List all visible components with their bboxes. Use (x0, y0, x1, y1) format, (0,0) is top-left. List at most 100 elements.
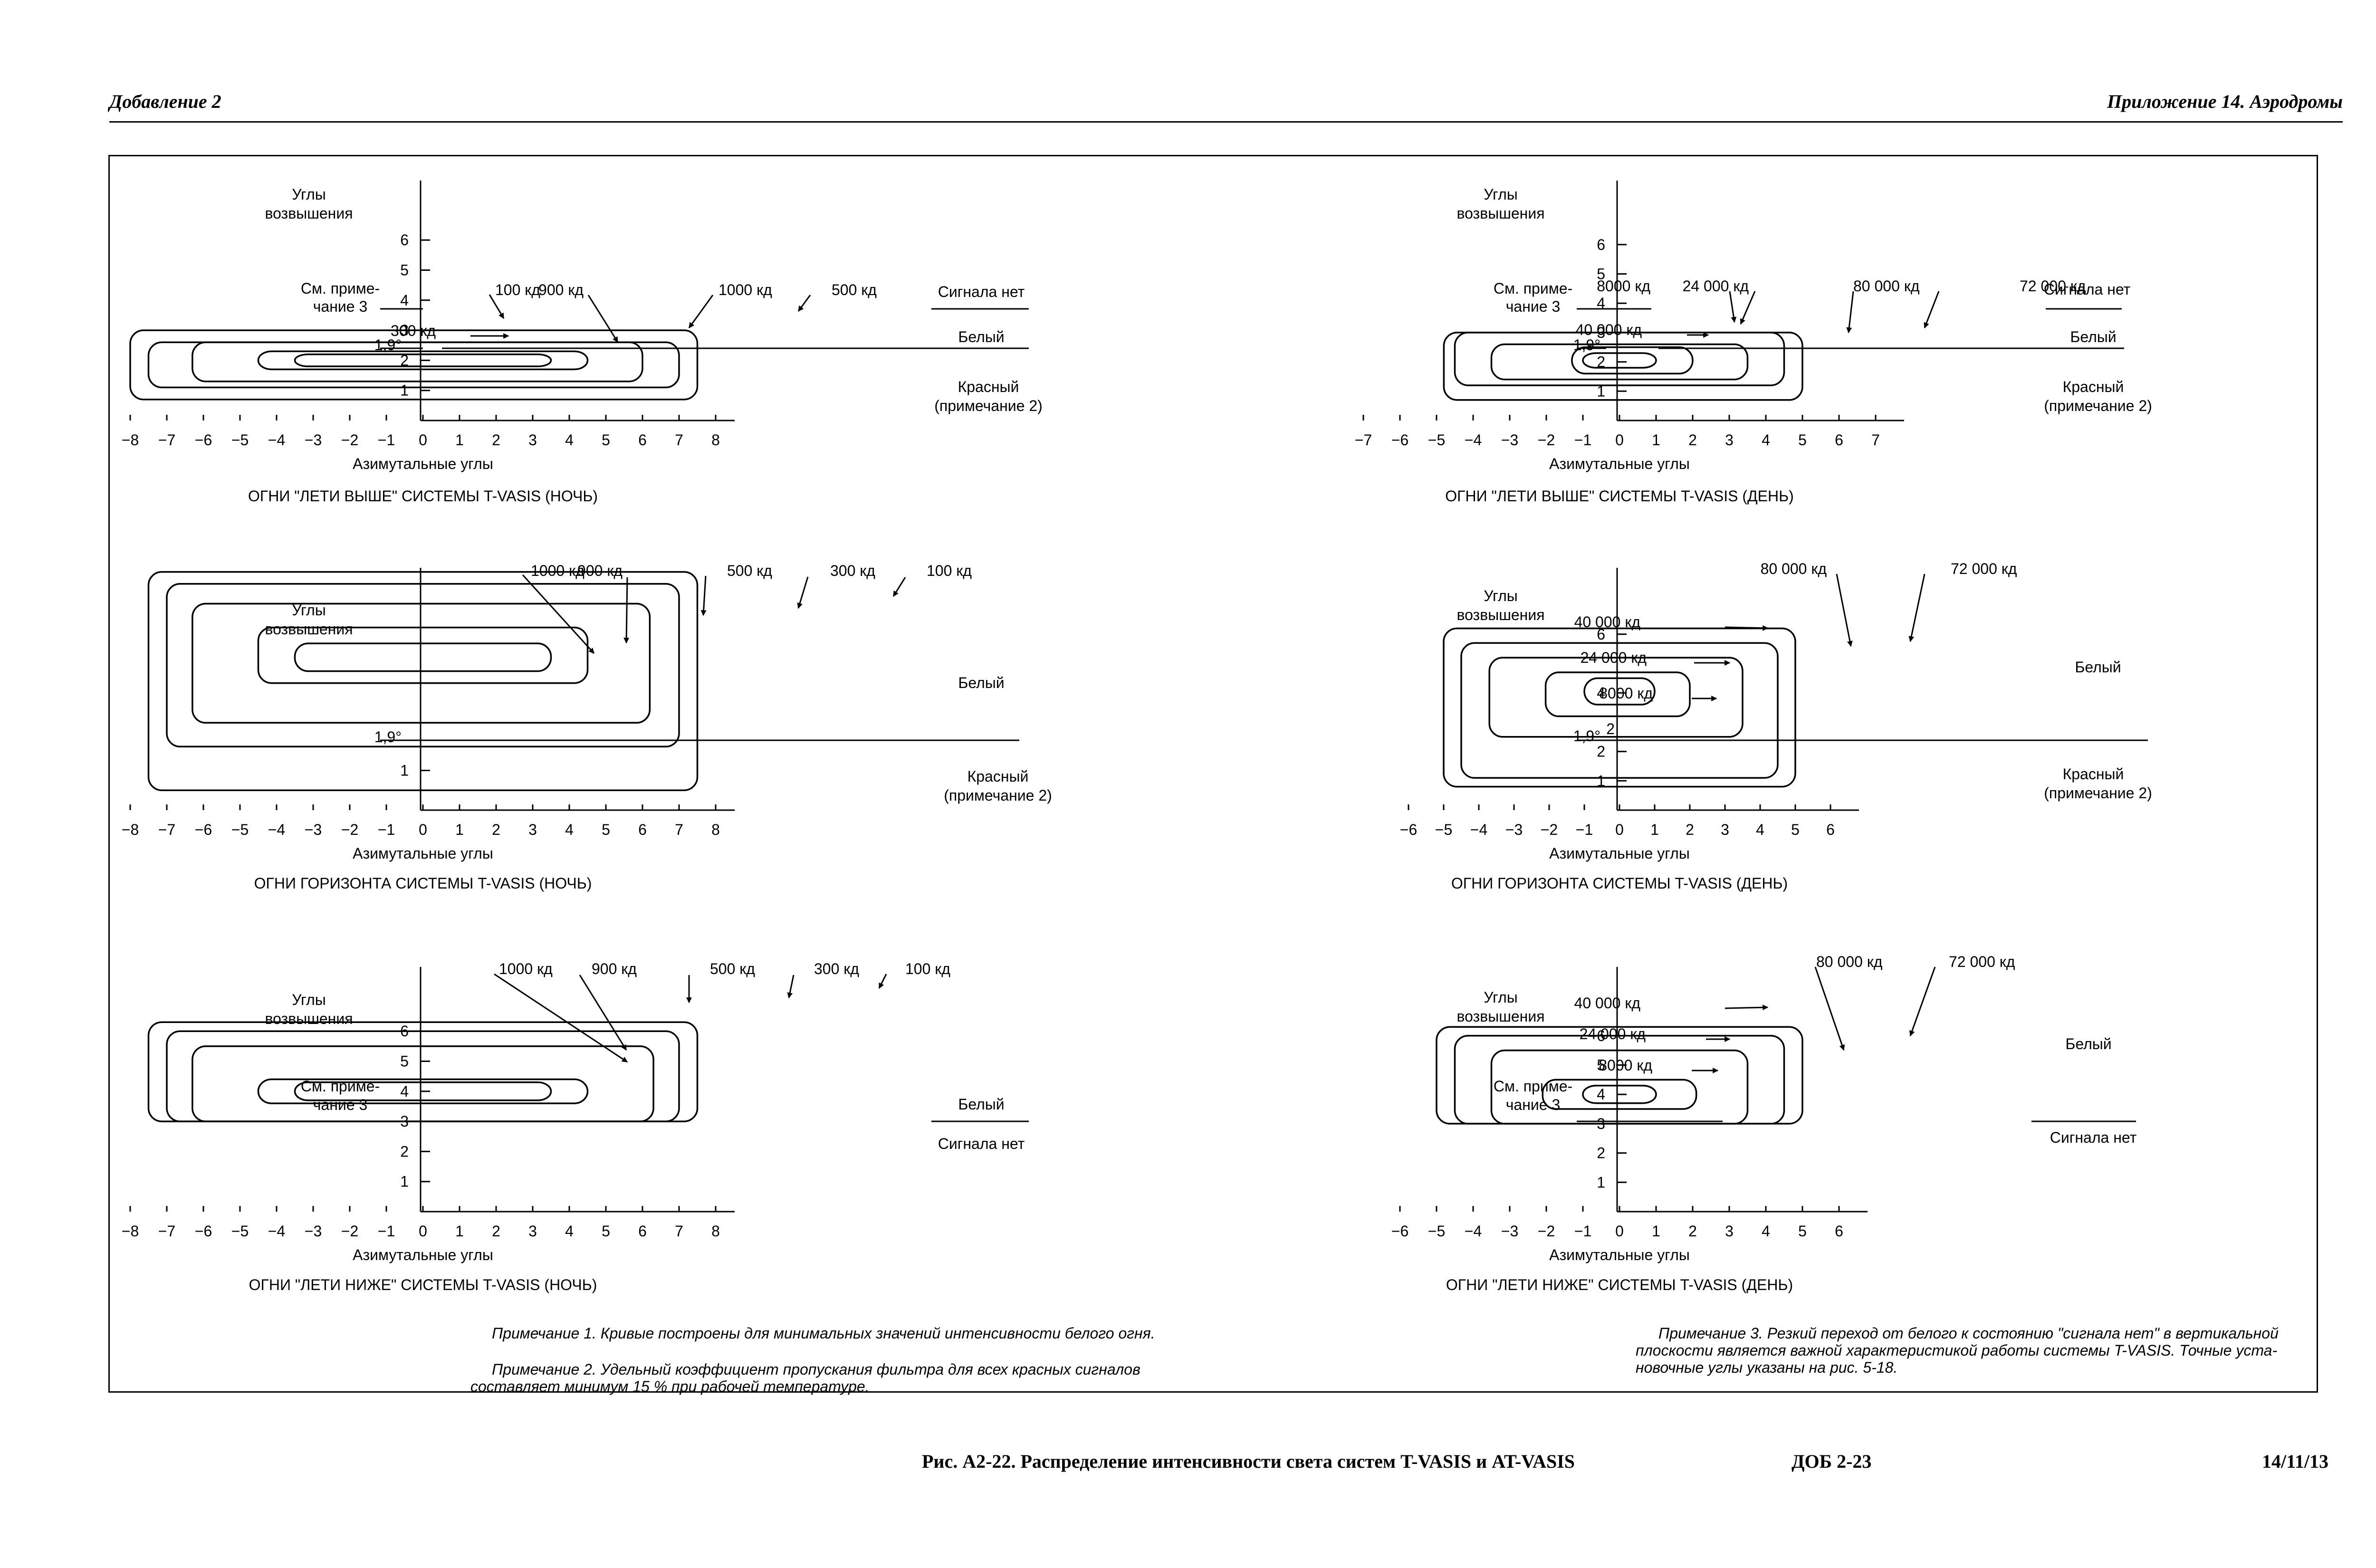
contour-label: 80 000 кд (1761, 560, 1827, 577)
y-tick-label: 2 (1597, 1145, 1605, 1162)
x-tick-label: 6 (1835, 1223, 1843, 1240)
see-note-label: См. приме- (1494, 1078, 1572, 1095)
zone-label: Красный (2063, 378, 2124, 395)
contour-label: 24 000 кд (1683, 277, 1749, 295)
contour-900кд (257, 350, 589, 371)
x-tick-label: 1 (455, 821, 464, 838)
x-tick-label: 0 (1615, 821, 1624, 838)
leader-arrow (1924, 291, 1940, 329)
note-2: Примечание 2. Удельный коэффициент пропу… (492, 1361, 1140, 1378)
contour-100кд (129, 329, 699, 401)
x-tick-label: −4 (1465, 431, 1482, 449)
contour-label: 72 000 кд (2020, 277, 2086, 295)
zone-label: Красный (968, 768, 1029, 785)
contour-8000кд (1443, 332, 1803, 401)
contour-72000кд (1542, 1079, 1697, 1110)
notes: Примечание 1. Кривые построены для миним… (470, 1325, 2279, 1395)
contour-label: 24 000 кд (1581, 649, 1647, 666)
contour-1000кд (294, 1081, 552, 1101)
zone-label: Красный (958, 378, 1019, 395)
contour-label: 8000 кд (1599, 1057, 1652, 1074)
x-tick-label: −7 (158, 821, 175, 838)
y-tick-label: 1 (400, 382, 409, 399)
x-tick-label: 4 (565, 1223, 574, 1240)
x-tick-label: 0 (419, 431, 427, 449)
panel-title: ОГНИ "ЛЕТИ ВЫШЕ" СИСТЕМЫ T-VASIS (НОЧЬ) (248, 488, 598, 505)
x-tick-label: 4 (1756, 821, 1764, 838)
contour-label: 40 000 кд (1574, 994, 1641, 1012)
zone-label: Белый (2065, 1035, 2111, 1052)
y-tick-label: 4 (400, 1083, 409, 1100)
zone-label: Белый (958, 1096, 1004, 1113)
contour-label: 1000 кд (531, 562, 584, 579)
x-tick-label: −5 (231, 431, 249, 449)
contour-label: 100 кд (927, 562, 972, 579)
see-note-label: чание 3 (313, 298, 368, 315)
zone-label: Сигнала нет (2044, 281, 2131, 298)
y-tick-label: 1 (1597, 382, 1605, 400)
x-tick-label: 8 (711, 821, 720, 838)
x-tick-label: −6 (1391, 431, 1408, 449)
see-note-label: См. приме- (1494, 280, 1572, 297)
contour-label: 40 000 кд (1574, 613, 1641, 631)
zone-label: Белый (2075, 659, 2121, 676)
see-note-label: См. приме- (301, 1078, 380, 1095)
header-right: Приложение 14. Аэродромы (2107, 91, 2343, 112)
y-axis-label: возвышения (265, 205, 353, 222)
y-axis-label: возвышения (1456, 1008, 1544, 1025)
x-axis-label: Азимутальные углы (353, 455, 493, 472)
x-tick-label: −1 (378, 1223, 395, 1240)
x-tick-label: −2 (341, 431, 358, 449)
leader-arrow (522, 574, 595, 654)
leader-arrow (892, 577, 906, 597)
y-tick-label: 2 (1597, 743, 1605, 760)
contour-label: 900 кд (577, 562, 623, 579)
contour-label: 72 000 кд (1951, 560, 2017, 577)
x-tick-label: −1 (1576, 821, 1593, 838)
x-tick-label: 5 (1798, 1223, 1807, 1240)
leader-arrow (489, 294, 505, 319)
x-axis-label: Азимутальные углы (353, 845, 493, 862)
leader-arrow (1814, 966, 1845, 1051)
contour-label: 72 000 кд (1949, 953, 2015, 970)
contour-label: 300 кд (830, 562, 875, 579)
x-tick-label: −1 (1574, 1223, 1591, 1240)
x-tick-label: −4 (1465, 1223, 1482, 1240)
x-tick-label: 6 (638, 821, 647, 838)
see-note-label: чание 3 (1506, 1096, 1561, 1113)
y-tick-label: 6 (400, 231, 409, 249)
contour-40000кд (1488, 657, 1744, 738)
contour-500кд (192, 341, 643, 382)
leader-arrow (494, 973, 628, 1063)
note-3: новочные углы указаны на рис. 5-18. (1636, 1359, 1897, 1376)
x-tick-label: −3 (305, 431, 322, 449)
leader-arrow (787, 975, 795, 999)
x-tick-label: −8 (122, 821, 139, 838)
contour-label: 24 000 кд (1580, 1025, 1646, 1042)
x-tick-label: 5 (602, 1223, 610, 1240)
panel-title: ОГНИ "ЛЕТИ НИЖЕ" СИСТЕМЫ T-VASIS (ДЕНЬ) (1446, 1276, 1793, 1293)
contour-80000кд (1582, 1084, 1657, 1104)
x-tick-label: 7 (675, 821, 683, 838)
x-tick-label: 3 (528, 821, 537, 838)
zone-label: Красный (2063, 765, 2124, 783)
leader-arrow (1740, 291, 1756, 325)
x-tick-label: −2 (341, 1223, 358, 1240)
header-rule (109, 121, 2343, 123)
y-tick-label: 5 (400, 1053, 409, 1070)
contour-label: 40 000 кд (1576, 321, 1642, 338)
zone-label: Сигнала нет (2050, 1129, 2137, 1146)
leader-arrow (1725, 625, 1769, 631)
y-tick-label: 1 (1597, 772, 1605, 789)
y-tick-label: 2 (1597, 354, 1605, 371)
x-tick-label: −2 (341, 821, 358, 838)
x-tick-label: −5 (1428, 1223, 1445, 1240)
x-tick-label: 6 (1826, 821, 1835, 838)
y-tick-label: 2 (400, 1143, 409, 1160)
panel-title: ОГНИ "ЛЕТИ ВЫШЕ" СИСТЕМЫ T-VASIS (ДЕНЬ) (1445, 488, 1794, 505)
x-tick-label: −7 (158, 431, 175, 449)
leader-arrow (579, 975, 627, 1051)
